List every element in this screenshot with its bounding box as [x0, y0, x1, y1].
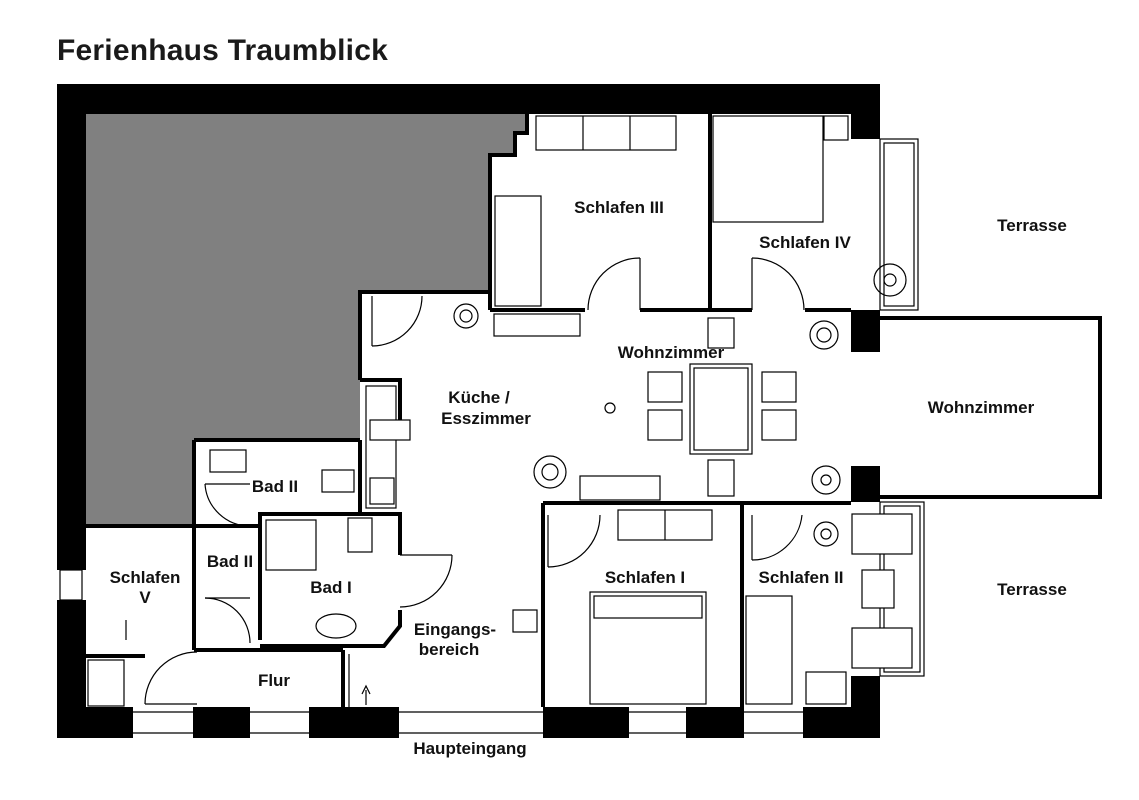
label-wohnzimmer-outer: Wohnzimmer — [928, 398, 1035, 417]
label-schlafen-5-2: V — [139, 588, 151, 607]
label-haupteingang: Haupteingang — [413, 739, 526, 758]
label-bad-1: Bad I — [310, 578, 352, 597]
label-schlafen-1: Schlafen I — [605, 568, 685, 587]
label-kueche-2: Esszimmer — [441, 409, 531, 428]
label-schlafen-2: Schlafen II — [758, 568, 843, 587]
label-terrasse-bottom: Terrasse — [997, 580, 1067, 599]
room-labels: Schlafen III Schlafen IV Terrasse Wohnzi… — [110, 198, 1067, 758]
label-schlafen-4: Schlafen IV — [759, 233, 851, 252]
doors — [144, 257, 805, 707]
label-bad-2b: Bad II — [207, 552, 253, 571]
label-schlafen-5-1: Schlafen — [110, 568, 181, 587]
unused-area — [86, 113, 527, 526]
label-schlafen-3: Schlafen III — [574, 198, 664, 217]
label-flur: Flur — [258, 671, 290, 690]
label-bad-2a: Bad II — [252, 477, 298, 496]
plan-title: Ferienhaus Traumblick — [57, 34, 388, 67]
label-wohnzimmer-inner: Wohnzimmer — [618, 343, 725, 362]
label-kueche-1: Küche / — [448, 388, 510, 407]
label-terrasse-top: Terrasse — [997, 216, 1067, 235]
label-eingang-2: bereich — [419, 640, 479, 659]
outer-walls — [57, 84, 880, 738]
label-eingang-1: Eingangs- — [414, 620, 496, 639]
interior-walls — [86, 113, 1102, 707]
furniture — [87, 115, 913, 707]
